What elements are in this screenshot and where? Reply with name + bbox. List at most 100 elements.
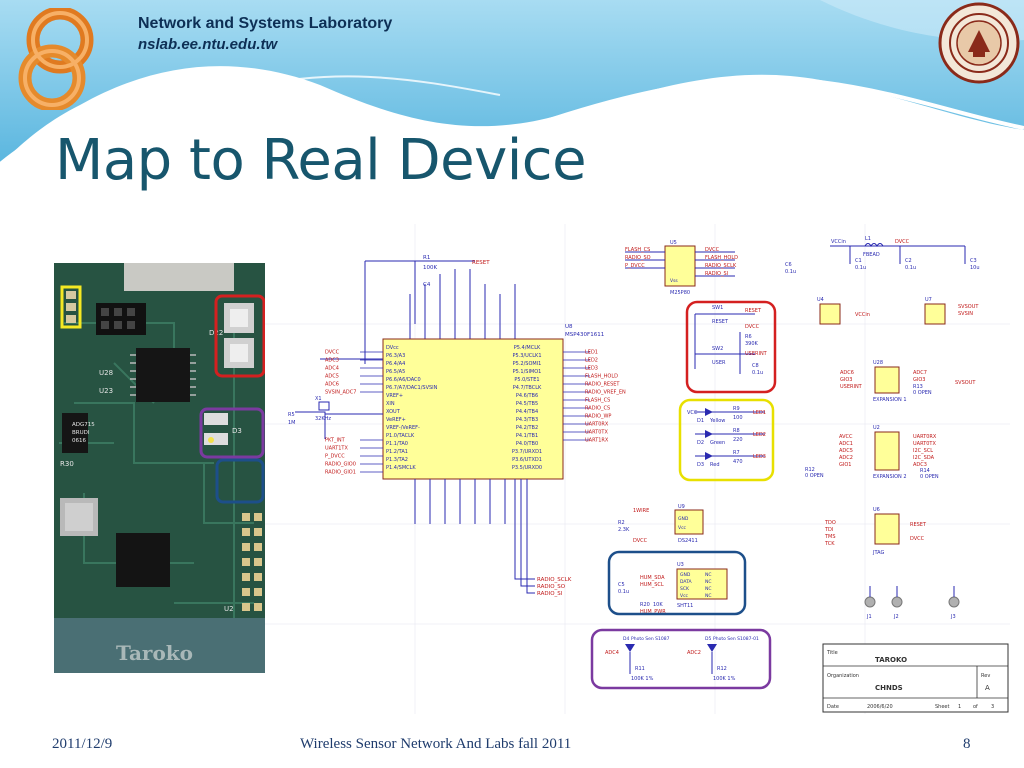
cap-ref: C3 (970, 258, 977, 264)
mcu-pin-label: XOUT (386, 409, 401, 415)
net-label: 1WIRE (633, 508, 649, 514)
title-label: Title (826, 650, 838, 656)
dvcc-label: DVCC (895, 239, 910, 245)
net-label: FLASH_CS (585, 398, 610, 404)
net-label: RADIO_SO (537, 584, 566, 590)
led-color: Yellow (709, 418, 725, 424)
led-ref: D2 (697, 440, 704, 446)
net-label: ADC2 (839, 455, 853, 461)
sheet-label: Sheet (935, 704, 949, 710)
u7-net: SVSOUT (958, 304, 979, 310)
resistor-val: 100K 1% (631, 676, 654, 682)
crystal-val: 32KHz (315, 416, 331, 422)
u3-nc: NC (705, 593, 712, 599)
net-label: GIO3 (913, 377, 925, 383)
led-resistor-ref: R8 (733, 428, 740, 434)
net-label: TMS (824, 534, 836, 540)
r20-ref: R20 (640, 602, 650, 608)
mcu-pin-label: DVcc (386, 345, 399, 351)
mcu-chip (382, 338, 564, 480)
university-seal (938, 2, 1020, 84)
u9-part: DS2411 (678, 538, 698, 544)
cap-val: 0.1u (905, 265, 916, 271)
r6-ref: R6 (745, 334, 752, 340)
r5-ref: R5 (288, 412, 295, 418)
net-label: ADC7 (913, 370, 927, 376)
u3-pin: Vcc (680, 593, 689, 599)
mcu-left-pins: DVccP6.3/A3P6.4/A4P6.5/A5P6.6/A6/DAC0P6.… (386, 345, 438, 471)
of-label: of (973, 704, 978, 710)
resistor-ref: R12 (717, 666, 727, 672)
u7-net: SVSIN (958, 311, 973, 317)
chip-mark: 0616 (72, 438, 86, 444)
net-label: TDI (824, 527, 833, 533)
test-point-label: J3 (950, 614, 956, 620)
title-value: TAROKO (875, 656, 907, 664)
mcu-pin-label: P3.6/UTXD1 (512, 457, 542, 463)
net-label: UART0TX (913, 441, 936, 447)
net-label: RADIO_WP (585, 414, 611, 420)
sw2-ref: SW2 (712, 346, 723, 352)
u4-ref: U4 (817, 297, 824, 303)
mcu-left-nets: DVCCADC3ADC4ADC5ADC6SVSIN_ADC7PKT_INTUAR… (325, 350, 383, 476)
sensor-ref: D4 (623, 636, 629, 642)
sw2-label: USER (712, 360, 726, 366)
highlight-red-box (214, 294, 266, 378)
lab-url: nslab.ee.ntu.edu.tw (138, 36, 278, 53)
led-ref: D1 (697, 418, 704, 424)
mcu-pin-label: P4.4/TB4 (516, 409, 538, 415)
net-label: RADIO_SO (625, 255, 651, 261)
silk-label: U2 (224, 605, 234, 613)
led-ref: D3 (697, 462, 704, 468)
net-label: ADC6 (840, 370, 854, 376)
board-photo: Taroko ADG715 BRUDI 0616 D22 U28 U23 R30… (54, 263, 270, 673)
net-label: RADIO_SCLK (537, 577, 572, 583)
sensor-part: Photo Sen S1087-01 (713, 636, 759, 642)
led-net: LED3 (753, 454, 766, 460)
net-label: RESET (745, 308, 762, 314)
net-label: RESET (910, 522, 927, 528)
net-label: PKT_INT (325, 438, 346, 444)
c4-ref: C4 (423, 282, 431, 288)
lab-name: Network and Systems Laboratory (138, 15, 393, 32)
title-block: Title TAROKO Organization CHNDS Rev A Da… (822, 643, 1009, 713)
mcu-pin-label: P4.6/TB6 (516, 393, 538, 399)
u2-name: EXPANSION 2 (873, 474, 907, 480)
highlight-purple-box (199, 407, 265, 459)
mcu-pin-label: P5.3/UCLK1 (512, 353, 541, 359)
u6-name: JTAG (872, 550, 884, 556)
r14-ref: R14 (920, 468, 930, 474)
led-net: LED2 (753, 432, 766, 438)
mcu-pin-label: VREF+ (386, 393, 403, 399)
mcu-part: MSP430F1611 (565, 332, 604, 338)
net-label: RADIO_CS (585, 406, 610, 412)
mcu-pin-label: P5.2/SOMI1 (513, 361, 542, 367)
nslab-logo (18, 8, 94, 110)
mcu-pin-label: P1.0/TACLK (386, 433, 415, 439)
test-point-label: J1 (866, 614, 872, 620)
u9-ref: U9 (678, 504, 685, 510)
mcu-pin-label: P3.7/URXD1 (512, 449, 542, 455)
date-value: 2006/6/20 (867, 704, 893, 710)
r1-ref: R1 (423, 255, 430, 261)
u9-chip (674, 509, 704, 535)
net-label: AVCC (839, 434, 853, 440)
highlight-blue-box (607, 550, 747, 616)
net-label: HUM_PWR (640, 609, 666, 615)
highlight-yellow-box (60, 285, 82, 329)
r13-ref: R13 (913, 384, 923, 390)
net-label: LED2 (585, 358, 598, 364)
u7-chip (924, 303, 946, 325)
mcu-ref: U8 (565, 324, 573, 330)
footer-date: 2011/12/9 (52, 736, 113, 752)
net-label: RADIO_GIO0 (325, 462, 356, 468)
r12-val: 0 OPEN (805, 473, 824, 479)
net-label: UART0RX (913, 434, 937, 440)
led-icon (705, 430, 713, 438)
net-label: FLASH_HOLD (585, 374, 618, 380)
r1-val: 100K (423, 265, 437, 271)
net-label: USERINT (745, 351, 768, 357)
r13-val: 0 OPEN (913, 390, 932, 396)
